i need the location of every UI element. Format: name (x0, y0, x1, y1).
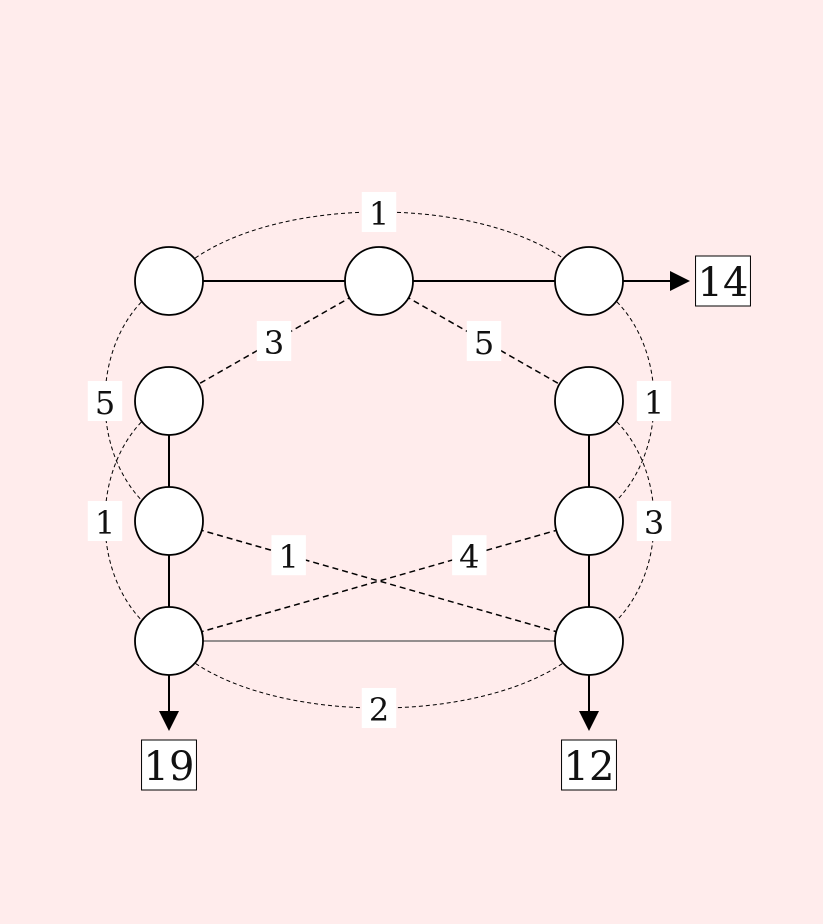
graph-node (554, 246, 624, 316)
dashed-edge (168, 520, 590, 642)
arc-weight-label-background (87, 381, 123, 421)
arc-weight-label-background (636, 381, 672, 421)
output-box (561, 739, 617, 791)
arc-weight-label: 5 (95, 384, 115, 422)
edge-weight-label: 5 (474, 324, 494, 362)
dashed-edge (168, 520, 590, 642)
graph-node (134, 366, 204, 436)
arc-weight-label: 1 (95, 504, 115, 542)
edge-weight-label: 4 (459, 538, 479, 576)
arrowhead-icon (579, 711, 599, 731)
output-value: 12 (564, 744, 615, 790)
graph-node (554, 606, 624, 676)
graph-node (344, 246, 414, 316)
arc-weight-label: 1 (644, 384, 664, 422)
edge-weight-label: 1 (279, 538, 299, 576)
edge-weight-label: 3 (264, 324, 284, 362)
graph-node (134, 606, 204, 676)
edge-weight-label-background (256, 321, 292, 361)
output-value: 14 (698, 260, 749, 306)
arrowhead-icon (670, 271, 690, 291)
arc-weight-label-background (636, 501, 672, 541)
graph-node (554, 486, 624, 556)
arrowhead-icon (159, 711, 179, 731)
edge-weight-label-background (452, 535, 487, 576)
edge-weight-label-background (271, 535, 306, 576)
arc-weight-label-background (361, 192, 397, 232)
arc-weight-label: 1 (369, 195, 389, 233)
arc-weight-label-background (361, 688, 397, 728)
output-box (695, 255, 751, 307)
arc-weight-label: 3 (644, 504, 664, 542)
graph-node (554, 366, 624, 436)
edge-weight-label-background (466, 321, 502, 361)
arc-weight-label-background (87, 501, 123, 541)
output-value: 19 (144, 744, 195, 790)
graph-node (134, 486, 204, 556)
output-box (141, 739, 197, 791)
graph-node (134, 246, 204, 316)
arc-weight-label: 2 (369, 691, 389, 729)
